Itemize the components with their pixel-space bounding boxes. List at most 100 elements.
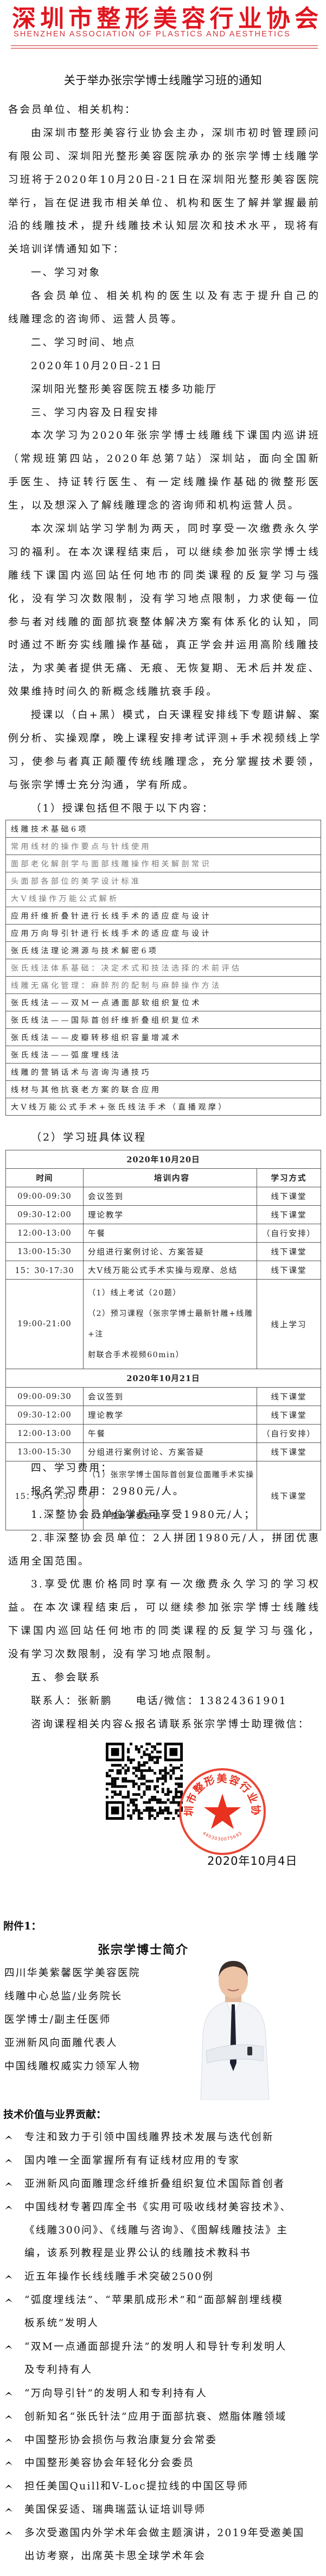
contribution-item: 多次受邀国内外学术年会做主题演讲，2019年受邀美国出访考察，出席英卡思全球学术… [4,2522,322,2568]
contribution-line: 美国保妥适、瑞典瑞蓝认证培训导师 [4,2498,322,2522]
notice-title: 关于举办张宗学博士线雕学习班的通知 [63,74,263,87]
sign-date: 2020年10月4日 [207,1855,298,1868]
wechat-qr-code[interactable] [106,1743,183,1820]
contribution-item: 创新知名“张氏针法”应用于面部抗衰、燃脂体雕领域 [4,2406,322,2429]
paragraph: 1.深整协会员单位学员可享受1980元/人； [8,1504,320,1527]
contribution-line: 中国整形美容协会年轻化分会委员 [4,2452,322,2475]
contribution-item: “弧度埋线法”、“苹果肌成形术”和“面部解剖埋线模板系统”发明人 [4,2289,322,2336]
topic-row: 应用万向导引针进行长线手术的适应症与设计 [5,924,321,942]
text-line: 没有学习次数限制，没有学习地点限制。 [8,1649,219,1661]
agenda-row: 15：30-17:30（1）张宗学博士国际首创复位面雕手术实操与（2）整体课程总… [5,1461,321,1530]
text-line: 法，为求美者提供无痛、无痕、无恢复期、无术后并发症、 [8,663,320,675]
agenda-time: 09:30-12:00 [5,1406,84,1425]
text-line: 举行，旨在促进我市相关单位、机构和医生了解并掌握最前 [8,197,320,209]
agenda-heading: （2）学习班具体议程 [31,1131,147,1143]
topic-row: 应用纤维折叠针进行长线手术的适应症与设计 [5,907,321,925]
agenda-content: 分组进行案例讨论、方案答疑 [83,1442,257,1461]
arrowhead-bullet-icon [4,2196,24,2219]
text-line: 深圳阳光整形美容医院五楼多功能厅 [31,383,218,395]
contribution-text: 编，该系列教程是业界公认的线雕技术教科书 [24,2248,252,2259]
arrowhead-bullet-icon [4,2265,24,2289]
agenda-content-line: 午餐 [88,1230,106,1238]
topic-cell: 线雕技术基础6项 [5,820,321,838]
agenda-time: 09:30-12:00 [5,1205,84,1224]
text-line: 手医生、持证转行医生、有一定线雕操作基础的微整形医 [8,477,320,489]
logo-char: 整 [97,5,121,33]
agenda-date: 2020年10月20日 [5,1150,321,1169]
agenda-content-line: 午餐 [88,1430,106,1439]
agenda-row: 19:00-21:00（1）线上考试（20题）（2）预习课程（张宗学博士最新针雕… [5,1279,321,1369]
contribution-text: 国内唯一全面掌握所有有证线材应用的专家 [24,2155,240,2167]
agenda-time: 15：30-17:30 [5,1461,84,1530]
contribution-text: 《线雕300问》、《线雕与咨询》、《图解线雕技法》主 [24,2224,289,2236]
profile-line: 四川华美紫馨医学美容医院 [4,1967,140,1979]
arrowhead-bullet-icon [4,2406,24,2429]
topic-row: 张氏线法——双M一点通面部软组织复位术 [5,993,321,1011]
contribution-text: 多次受邀国内外学术年会做主题演讲，2019年受邀美国 [24,2527,305,2539]
text-line: 时通过不断夯实线雕操作基础，真正学会并运用高阶线雕技 [8,640,320,651]
paragraph: 3.享受优惠价格同时享有一次缴费永久学习的学习权益。在本次课程结束后，可以继续参… [8,1573,320,1667]
arrowhead-bullet-icon [4,2126,24,2149]
arrowhead-bullet-icon [4,2475,24,2498]
fees-contact-section: 四、学习费用： 报名学习费用：2980元/人。 1.深整协会员单位学员可享受1980… [8,1457,320,1737]
agenda-method: 线下课堂 [257,1442,321,1461]
association-logo-en: SHENZHEN ASSOCIATION OF PLASTICS AND AES… [14,30,291,39]
topic-row: 大V线操作万能公式解析 [5,889,321,907]
text-line: 益。在本次课程结束后，可以继续参加张宗学博士线雕线 [8,1602,320,1614]
svg-text:4403030075693: 4403030075693 [202,1831,243,1841]
contribution-line: 编，该系列教程是业界公认的线雕技术教科书 [4,2242,322,2265]
topic-row: 张氏线法理论溯源与技术解密6项 [5,941,321,959]
profile-line: 中国线雕权威实力领军人物 [4,2060,140,2072]
association-seal: 深圳市整形美容行业协会4403030075693 [176,1765,266,1855]
contribution-text: 中国整形美容协会年轻化分会委员 [24,2457,195,2469]
agenda-time: 12:00-13:00 [5,1424,84,1443]
text-line: 五、参会联系 [31,1672,101,1684]
profile-line: 线雕中心总监/业务院长 [4,1990,123,2002]
text-line: 化，没有学习次数限制，没有学习地点限制，力求使每一位 [8,593,320,605]
contribution-line: 中国线材专著四库全书《实用可吸收线材美容技术》、 [4,2196,322,2219]
arrowhead-bullet-icon [4,2149,24,2173]
logo-char: 协 [266,5,290,33]
agenda-method: 线下课堂 [257,1387,321,1406]
contribution-text: 亚洲新风向面雕理念纤维折叠组织复位术国际首创者 [24,2178,285,2190]
agenda-date-row: 2020年10月20日 [5,1150,321,1169]
contribution-item: 中国整形美容协会年轻化分会委员 [4,2452,322,2475]
text-line: 四、学习费用： [31,1463,113,1474]
contribution-line: 及专利持有人 [4,2359,322,2382]
contribution-item: 专注和致力于引领中国线雕界技术发展与迭代创新 [4,2126,322,2149]
contributions-title: 技术价值与业界贡献： [3,2109,107,2121]
contribution-line: 《线雕300问》、《线雕与咨询》、《图解线雕技法》主 [4,2219,322,2243]
course-topics-table: 线雕技术基础6项常用线材的操作要点与针线使用面部老化解剖学与面部线雕操作相关解剖… [5,820,321,1116]
contribution-line: 板系统”发明人 [4,2312,322,2336]
text-line: 各会员单位、相关机构： [8,104,137,116]
topic-cell: 面部老化解剖学与面部线雕操作相关解剖常识 [5,855,321,872]
notice-body: 各会员单位、相关机构：由深圳市整形美容行业协会主办，深圳市初时管理顾问有限公司、… [8,99,320,821]
text-line: 报名学习费用：2980元/人。 [31,1485,185,1497]
agenda-content-line: 分组进行案例讨论、方案答疑 [88,1248,204,1257]
paragraph: 咨询课程相关内容&报名请联系张宗学博士助理微信： [8,1713,320,1737]
paragraph: （1）授课包括但不限于以下内容： [8,798,320,821]
agenda-content-line: 理论教学 [88,1412,124,1420]
attachment-label: 附件1： [3,1920,42,1932]
agenda-column-header: 学习方式 [257,1168,321,1187]
topic-cell: 线雕的营销话术与咨询沟通技巧 [5,1063,321,1081]
text-line: 联系人：张新鹏 电话/微信：13824361901 [31,1695,287,1707]
topic-row: 线雕无痛化管理：麻醉剂的配制与麻醉操作方法 [5,976,321,994]
agenda-method: 线上学习 [257,1279,321,1369]
profile-line: 医学博士/副主任医师 [4,2014,111,2026]
logo-char: 美 [153,5,177,33]
contribution-line: 创新知名“张氏针法”应用于面部抗衰、燃脂体雕领域 [4,2406,322,2429]
contribution-text: 担任美国Quill和V-Loc提拉线的中国区导师 [24,2480,249,2492]
topic-cell: 张氏线法体系基础：决定术式和技法选择的术前评估 [5,959,321,977]
text-line: 1.深整协会员单位学员可享受1980元/人； [31,1509,256,1521]
contribution-text: “弧度埋线法”、“苹果肌成形术”和“面部解剖埋线模 [24,2294,284,2306]
agenda-content: 会议签到 [83,1187,257,1206]
contribution-line: 亚洲新风向面雕理念纤维折叠组织复位术国际首创者 [4,2173,322,2196]
contribution-text: 出访考察，出席英卡思全球学术年会 [24,2550,206,2562]
text-line: 效果维持时间久的新概念线雕抗衰手段。 [8,686,219,698]
topic-cell: 线材与其他抗衰老方案的联合应用 [5,1080,321,1098]
